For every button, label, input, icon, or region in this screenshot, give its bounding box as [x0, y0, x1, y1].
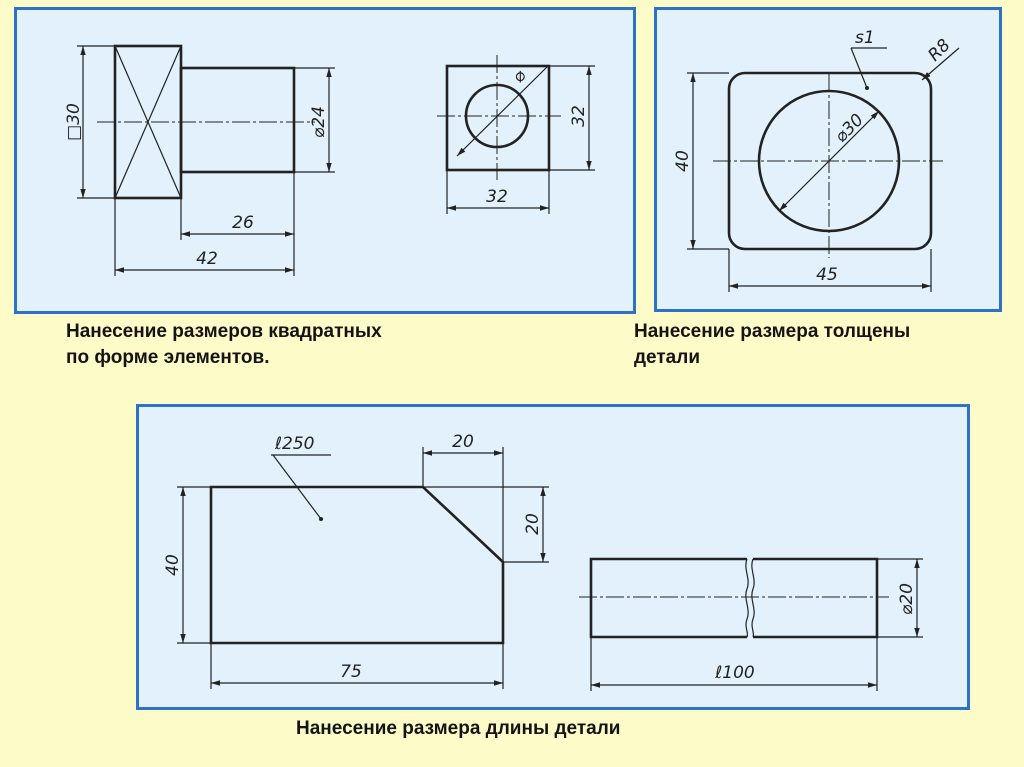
panel-length-dimension: ℓ250 20 20 40 75 ⌀20 ℓ100	[136, 404, 970, 710]
label-plate-width: 32	[486, 187, 508, 207]
panel-thickness-dimension: ⌀30 s1 R8 40 45	[654, 7, 1002, 312]
label-part-length: ℓ250	[274, 434, 314, 454]
label-total-length: 42	[196, 249, 218, 269]
leader-dot	[865, 86, 869, 90]
shaft-outline	[179, 66, 296, 174]
caption-line: Нанесение размера длины детали	[296, 718, 621, 739]
label-hole-diameter: ⌀	[509, 65, 531, 87]
label-thickness: s1	[855, 28, 875, 48]
dimension-line-hole-diameter	[456, 65, 549, 157]
label-chamfer-width: 20	[452, 432, 474, 452]
label-corner-radius: R8	[924, 35, 954, 65]
caption-thickness-dimension: Нанесение размера толщены детали	[634, 319, 910, 371]
label-hole-diameter: ⌀30	[831, 110, 868, 147]
drawing-length-parts: ℓ250 20 20 40 75 ⌀20 ℓ100	[163, 432, 923, 691]
caption-line: по форме элементов.	[66, 347, 270, 368]
leader-line-thickness	[850, 47, 868, 89]
label-shaft-length: 26	[232, 213, 254, 233]
drawing-thin-plate: ⌀30 s1 R8 40 45	[673, 28, 960, 292]
drawing-square-part: □30 ⌀24 26 42 ⌀ 32 32	[64, 44, 595, 276]
label-shaft-diameter: ⌀24	[309, 106, 329, 138]
caption-square-dimensions: Нанесение размеров квадратных по форме э…	[66, 319, 382, 371]
rod-right-outline	[753, 557, 879, 639]
caption-line: Нанесение размера толщены	[634, 321, 911, 342]
break-line	[751, 558, 755, 638]
label-square-size: □30	[64, 103, 84, 141]
plate-outline	[445, 64, 551, 172]
rod-left-outline	[589, 557, 747, 639]
label-height: 40	[163, 554, 183, 576]
label-width: 75	[340, 662, 362, 682]
panel-square-dimensions: □30 ⌀24 26 42 ⌀ 32 32	[14, 7, 636, 314]
leader-line-part-length	[272, 454, 322, 520]
label-height: 40	[673, 150, 693, 172]
leader-line-radius	[921, 47, 960, 81]
dimension-line-hole-diameter	[778, 110, 880, 212]
break-line	[745, 558, 749, 638]
caption-line: детали	[634, 347, 700, 368]
label-rod-diameter: ⌀20	[897, 583, 917, 615]
plate-outline	[209, 485, 505, 645]
label-chamfer-height: 20	[523, 513, 543, 535]
label-rod-length: ℓ100	[714, 663, 754, 683]
label-plate-height: 32	[569, 105, 589, 127]
caption-line: Нанесение размеров квадратных	[66, 321, 382, 342]
label-width: 45	[816, 265, 838, 285]
caption-length-dimension: Нанесение размера длины детали	[296, 716, 620, 742]
leader-dot	[319, 517, 323, 521]
